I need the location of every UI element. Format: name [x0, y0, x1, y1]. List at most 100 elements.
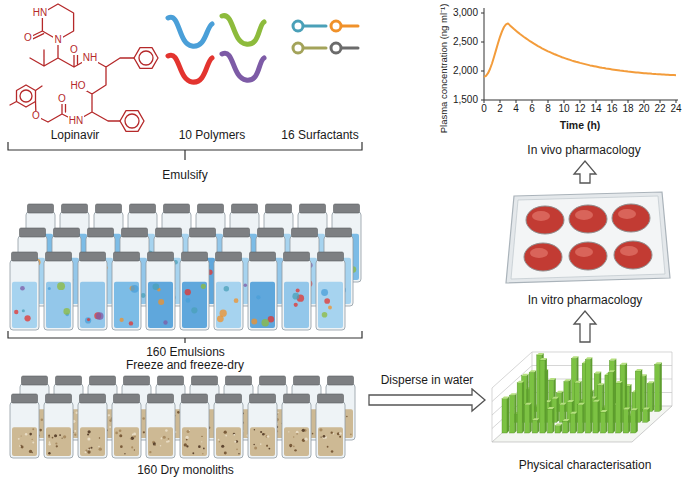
bar-front: [578, 405, 583, 433]
atom-label: O: [23, 33, 33, 43]
monolith-speck: [224, 452, 227, 455]
monolith-speck: [198, 445, 201, 448]
monolith-speck: [88, 448, 91, 451]
bar-side: [545, 358, 547, 433]
monolith-speck: [119, 434, 122, 437]
monolith-speck: [142, 417, 145, 420]
bar-top: [635, 369, 642, 371]
monolith-speck: [189, 430, 190, 431]
dry-monolith: [318, 427, 343, 456]
monolith-speck: [133, 433, 136, 436]
vial-cap: [90, 376, 116, 385]
monolith-speck: [59, 434, 61, 436]
well: [524, 243, 562, 271]
vial-cap: [54, 228, 80, 237]
monolith-speck: [333, 433, 334, 434]
vial-glass: [180, 260, 209, 330]
bar-front: [608, 372, 613, 433]
vial-cap: [28, 204, 54, 213]
dry-monolith: [284, 427, 309, 456]
emulsion-droplet: [185, 289, 191, 295]
aromatic-circle: [139, 51, 153, 65]
chart-axes: [484, 8, 678, 100]
group-bracket: [8, 331, 362, 343]
dry-monolith: [250, 427, 275, 456]
monolith-speck: [277, 412, 279, 414]
emulsion-liquid: [182, 282, 207, 328]
monolith-speck: [186, 439, 188, 441]
bar-top: [608, 370, 615, 372]
vial-cap: [80, 394, 106, 403]
monolith-speck: [87, 450, 90, 453]
monolith-speck: [85, 449, 87, 451]
emulsion-liquid: [46, 282, 71, 328]
bar-side: [583, 403, 585, 433]
monolith-speck: [331, 431, 333, 433]
axis-tick-label: 16: [606, 103, 617, 115]
monolith-speck: [233, 434, 235, 436]
emulsion-droplet: [256, 295, 260, 299]
emulsion-vials: [10, 204, 361, 330]
monolith-speck: [29, 450, 32, 453]
vial-cap: [164, 204, 190, 213]
bond-lines: [10, 4, 134, 122]
monolith-speck: [260, 443, 262, 445]
axis-title: Time (h): [560, 119, 601, 131]
vial-glass: [10, 260, 39, 330]
monolith-speck: [321, 436, 322, 437]
surfactant-head: [331, 21, 341, 31]
well: [569, 205, 607, 233]
monolith-speck: [48, 443, 50, 445]
monolith-speck: [187, 430, 190, 433]
monolith-speck: [177, 411, 180, 414]
bar-top: [643, 407, 650, 409]
monolith-speck: [238, 453, 240, 455]
vial-cap: [284, 394, 310, 403]
bar-top: [564, 379, 571, 381]
monolith-speck: [168, 440, 170, 442]
monolith-speck: [262, 433, 264, 435]
vial-glass: [78, 402, 107, 458]
flow-arrow: [574, 311, 596, 342]
bar-side: [660, 362, 662, 411]
monolith-speck: [290, 446, 291, 447]
bar-top: [556, 391, 563, 393]
monolith-speck: [288, 431, 289, 432]
bar-top: [597, 383, 604, 385]
vial-cap: [250, 252, 276, 261]
monolith-speck: [218, 439, 220, 441]
vial-glass: [248, 402, 277, 458]
bar-top: [522, 374, 529, 376]
vial-cap: [216, 394, 242, 403]
lopinavir-structure: [10, 4, 158, 131]
bar-front: [616, 383, 621, 433]
dry-monolith: [80, 427, 105, 456]
vial-cap: [114, 252, 140, 261]
bar-top: [616, 381, 623, 383]
axis-tick-label: 24: [670, 103, 681, 115]
plate-body: [506, 192, 670, 283]
vial-glass: [146, 260, 175, 330]
stage-group: 10 Polymers: [162, 0, 262, 142]
bar-front: [517, 383, 522, 433]
monolith-speck: [186, 445, 188, 447]
monolith-speck: [131, 437, 134, 440]
vial-glass: [282, 402, 311, 458]
polymer-chain: [222, 53, 264, 80]
vial-cap: [292, 228, 318, 237]
vial-cap: [46, 252, 72, 261]
bar-side: [557, 397, 559, 422]
monolith-speck: [134, 449, 135, 450]
dry-monolith: [46, 427, 71, 456]
monolith-speck: [312, 433, 314, 435]
stage-label: 16 Surfactants: [281, 128, 358, 142]
edge-label: Disperse in water: [379, 374, 476, 388]
emulsion-droplet: [87, 318, 90, 321]
axis-tick-label: 18: [622, 103, 633, 115]
monolith-speck: [74, 434, 76, 436]
well: [526, 206, 564, 234]
atom-label: O: [69, 45, 79, 55]
bar-top: [529, 370, 536, 372]
axis-ticks: [481, 13, 676, 103]
stage-label: 10 Polymers: [179, 128, 246, 142]
